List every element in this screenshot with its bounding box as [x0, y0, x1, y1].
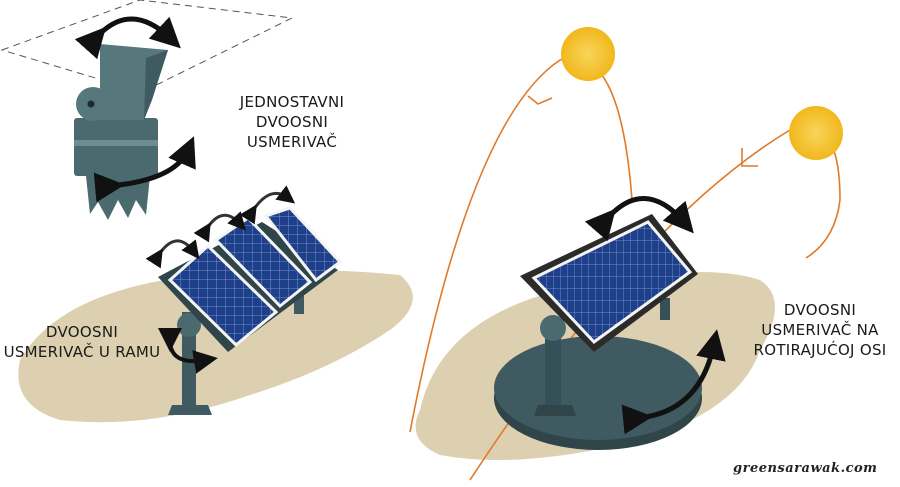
simple-tracker-illustration — [0, 0, 294, 220]
label-line: DVOOSNI — [783, 301, 857, 319]
rotate-arrow-base — [93, 136, 196, 203]
label-line: JEDNOSTAVNI — [239, 93, 345, 111]
label-frame-tracker: DVOOSNI USMERIVAČ U RAMU — [0, 322, 164, 362]
label-line: DVOOSNI — [45, 323, 119, 341]
sun-icon — [561, 27, 615, 81]
sun-icon — [789, 106, 843, 160]
label-line: DVOOSNI — [255, 113, 329, 131]
rotating-axis-tracker-illustration — [409, 27, 843, 481]
label-simple-tracker: JEDNOSTAVNI DVOOSNI USMERIVAČ — [222, 92, 362, 152]
label-line: USMERIVAČ U RAMU — [3, 343, 161, 361]
label-line: ROTIRAJUĆOJ OSI — [753, 341, 887, 359]
sun-path-1 — [409, 57, 633, 433]
rotation-plane-dashed — [0, 0, 294, 93]
label-rotating-axis-tracker: DVOOSNI USMERIVAČ NA ROTIRAJUĆOJ OSI — [740, 300, 900, 360]
label-line: USMERIVAČ — [246, 133, 338, 151]
rotate-arrow-top — [74, 16, 181, 60]
frame-tracker-illustration — [18, 185, 413, 423]
watermark: greensarawak.com — [733, 461, 878, 476]
label-line: USMERIVAČ NA — [761, 321, 879, 339]
